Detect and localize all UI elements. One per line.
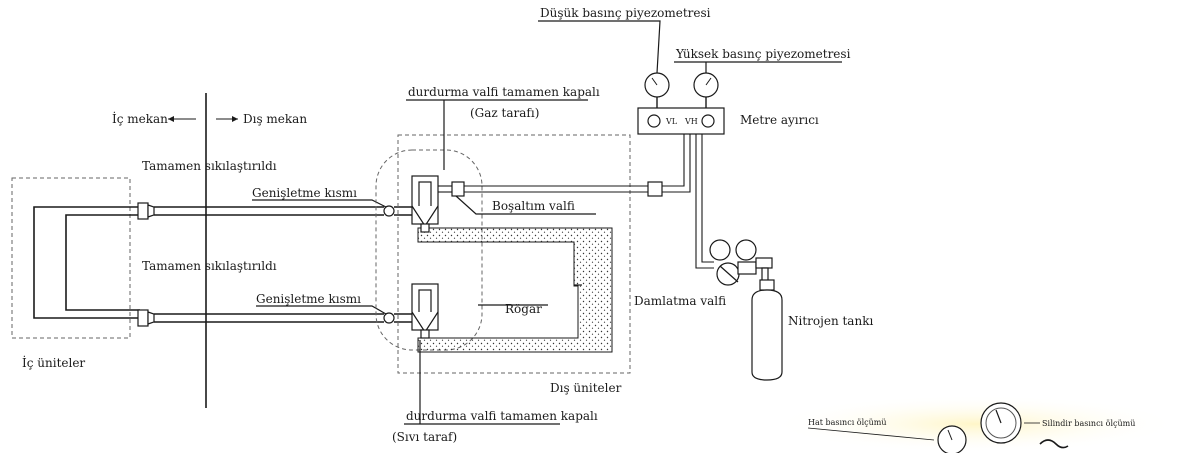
vl-label: VL [665,117,678,126]
tamamen-upper-label: Tamamen sıkılaştırıldı [142,159,277,173]
durdurma-gaz-label-2: (Gaz tarafı) [470,106,539,120]
liquid-line-pipe [137,309,412,327]
indoor-units-box [11,177,131,339]
tamamen-lower-label: Tamamen sıkılaştırıldı [142,259,277,273]
indoor-loop-pipe [33,206,140,319]
nitrogen-hose-pipe [695,134,714,269]
outdoor-units-box [397,134,631,374]
gas-line-pipe [137,202,412,220]
damlatma-label: Damlatma valfi [634,294,726,308]
ic-uniteler-label: İç üniteler [22,355,85,370]
durdurma-sivi-label-1: durdurma valfi tamamen kapalı [406,409,598,423]
outdoor-unit-body [417,227,613,353]
vh-label: VH [684,117,698,126]
dusuk-basinc-label: Düşük basınç piyezometresi [540,6,711,20]
nitrogen-tank-icon [751,279,783,381]
nitrojen-label: Nitrojen tankı [788,314,873,328]
metre-ayirici-label: Metre ayırıcı [740,113,819,127]
durdurma-gaz-leader [406,99,588,170]
gauge-line-pipe [464,134,691,197]
arrowhead-left-icon [168,116,174,122]
bosaltim-label: Boşaltım valfi [492,199,575,213]
genisletme-upper-leader [252,199,387,208]
durdurma-gaz-label-1: durdurma valfi tamamen kapalı [408,85,600,99]
yuksek-basinc-leader [674,61,842,73]
ic-mekan-label: İç mekan [112,111,168,126]
yuksek-basinc-label: Yüksek basınç piyezometresi [675,47,851,61]
inset-gauge-photo: Hat basıncı ölçümü Silindir basıncı ölçü… [770,395,1181,453]
rogar-label: Rögar [505,302,542,316]
arrowhead-right-icon [232,116,238,122]
dis-mekan-label: Dış mekan [243,112,307,126]
dis-uniteler-label: Dış üniteler [550,381,622,395]
durdurma-sivi-label-2: (Sıvı taraf) [392,430,457,444]
liquid-stop-valve-icon [411,283,439,339]
genisletme-lower-label: Genişletme kısmı [256,292,361,306]
valve-enclosure [375,149,483,351]
manifold-gauge-icon [637,72,725,135]
gas-stop-valve-icon [411,175,465,233]
drip-valve-icon [709,239,773,286]
hat-basinci-label: Hat basıncı ölçümü [808,418,887,427]
genisletme-lower-leader [256,305,387,315]
durdurma-sivi-leader [404,340,560,425]
bosaltim-leader [455,195,596,215]
genisletme-upper-label: Genişletme kısmı [252,186,357,200]
dusuk-basinc-leader [538,20,661,74]
silindir-basinci-label: Silindir basıncı ölçümü [1042,419,1135,428]
